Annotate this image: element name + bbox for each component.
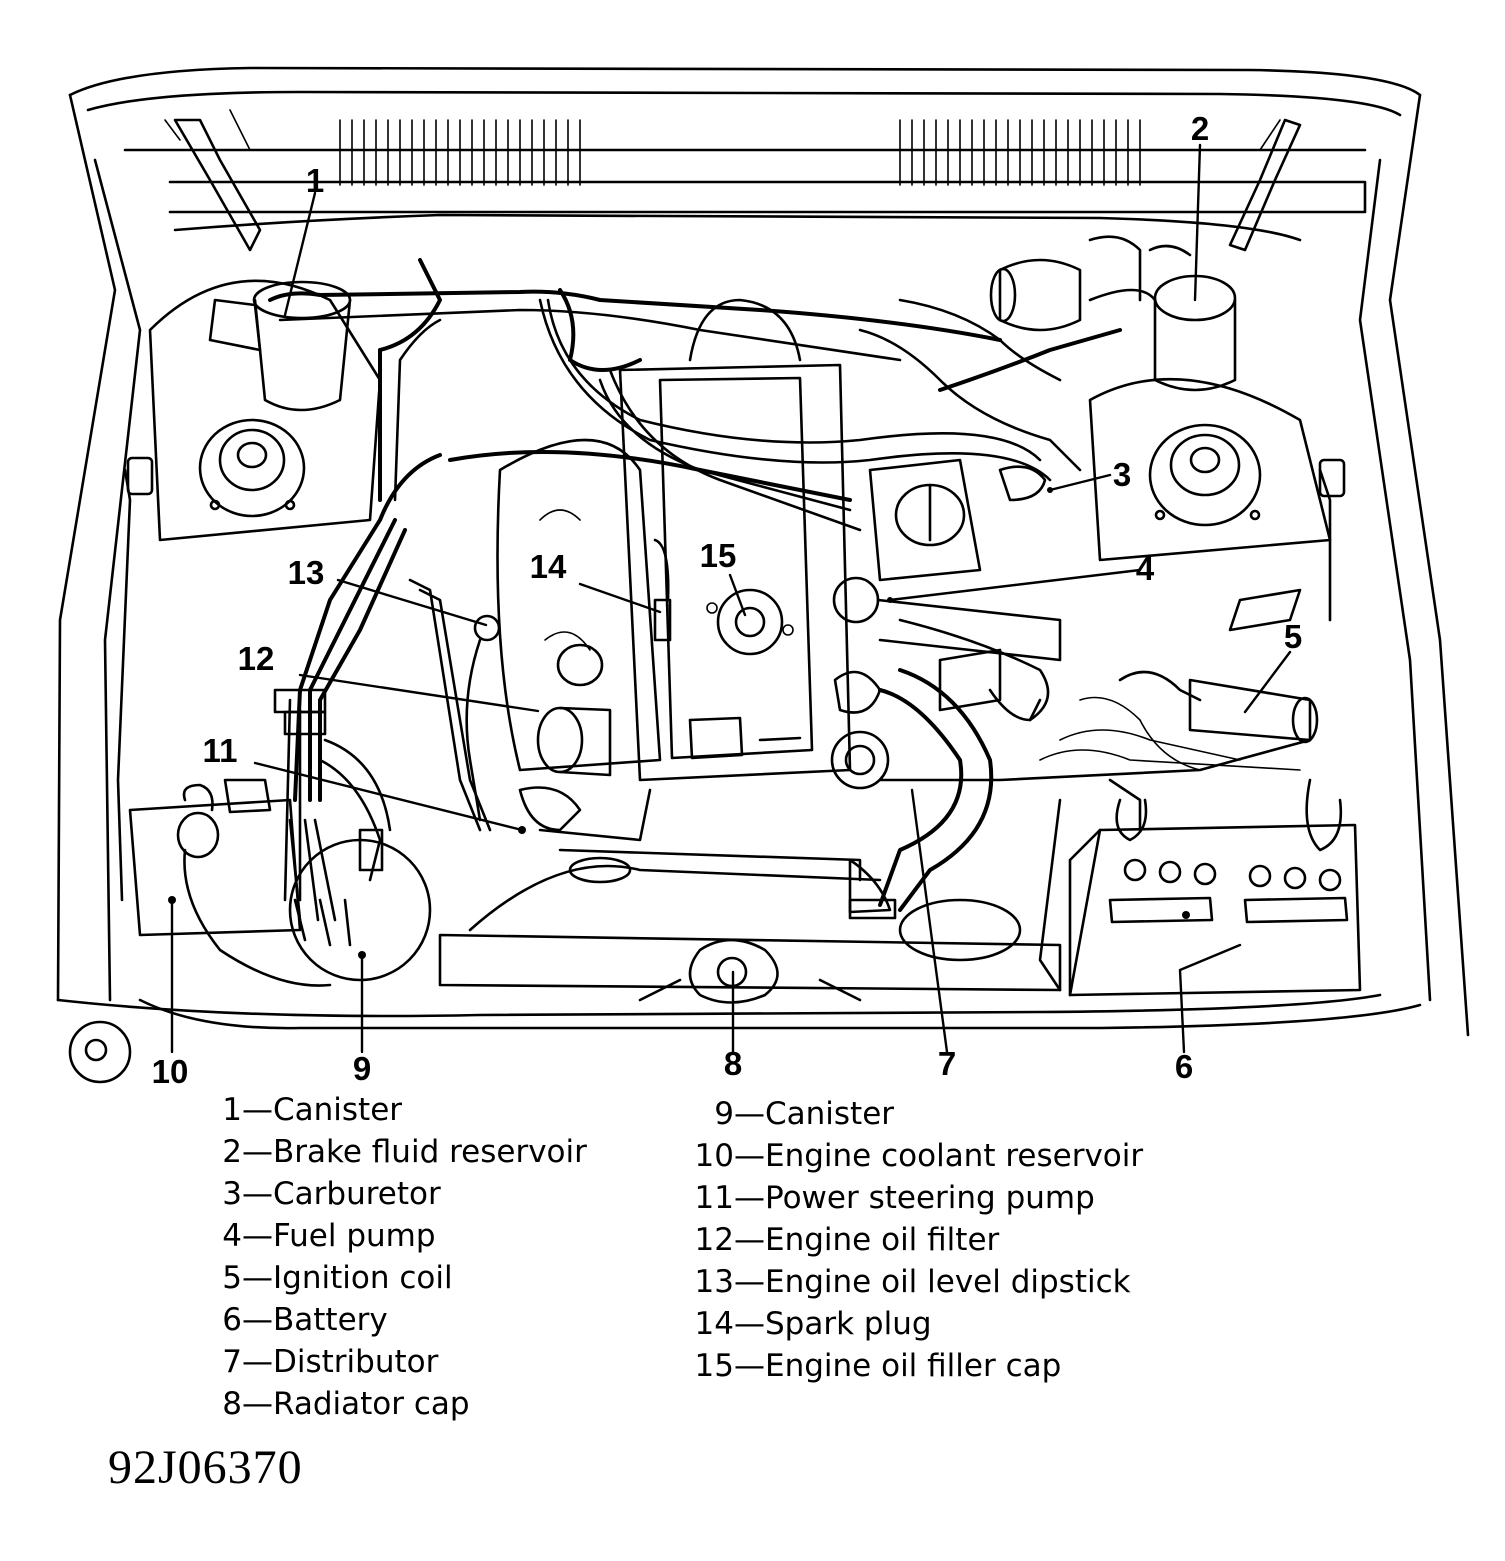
legend-label: Radiator cap [273, 1386, 470, 1422]
legend-item: 9—Canister [714, 1096, 895, 1132]
engine-bay-outline [56, 66, 1470, 1037]
legend-item: 15—Engine oil filler cap [694, 1348, 1062, 1384]
oil-filter [536, 706, 612, 777]
callout-7: 7 [938, 1045, 956, 1082]
legend-label: Battery [273, 1302, 388, 1338]
legend-item: 1—Canister [222, 1092, 403, 1128]
legend-item: 6—Battery [222, 1302, 388, 1338]
brake-fluid-reservoir [989, 235, 1237, 392]
legend-item: 13—Engine oil level dipstick [694, 1264, 1131, 1300]
right-strut-tower [1088, 377, 1332, 562]
legend-label: Power steering pump [765, 1180, 1095, 1216]
legend-item: 3—Carburetor [222, 1176, 441, 1212]
battery [1038, 778, 1362, 997]
legend-item: 2—Brake fluid reservoir [222, 1134, 587, 1170]
callout-10: 10 [152, 1053, 189, 1090]
legend-label: Ignition coil [273, 1260, 453, 1296]
legend-item: 11—Power steering pump [694, 1180, 1095, 1216]
legend-label: Fuel pump [273, 1218, 436, 1254]
callout-11: 11 [203, 732, 238, 769]
legend-item: 8—Radiator cap [222, 1386, 470, 1422]
legend-left-column: 1—Canister 2—Brake fluid reservoir 3—Car… [206, 1089, 587, 1425]
engine-coolant-reservoir [128, 778, 332, 987]
legend-right-column: 9—Canister 10—Engine coolant reservoir 1… [682, 1093, 1144, 1387]
figure-code: 92J06370 [108, 1441, 303, 1494]
legend-label: Canister [765, 1096, 895, 1132]
callout-leader-lines [168, 143, 1292, 1054]
distributor-and-hose [848, 668, 1022, 962]
callout-2: 2 [1191, 110, 1209, 147]
callout-5: 5 [1284, 618, 1302, 655]
callout-13: 13 [288, 554, 325, 591]
legend-label: Carburetor [273, 1176, 441, 1212]
legend-label: Brake fluid reservoir [273, 1134, 587, 1170]
legend-label: Engine oil filter [765, 1222, 1000, 1258]
legend-item: 14—Spark plug [694, 1306, 932, 1342]
callout-1: 1 [306, 162, 324, 199]
carburetor-assembly [830, 458, 1062, 790]
legend-label: Engine coolant reservoir [765, 1138, 1144, 1174]
callout-9: 9 [353, 1050, 371, 1087]
legend-item: 12—Engine oil filter [694, 1222, 1000, 1258]
legend-item: 5—Ignition coil [222, 1260, 453, 1296]
callout-12: 12 [238, 640, 275, 677]
legend-item: 4—Fuel pump [222, 1218, 436, 1254]
callout-3: 3 [1113, 456, 1131, 493]
ignition-coil-area [878, 588, 1319, 832]
radiator [438, 848, 1062, 1004]
callout-4: 4 [1136, 550, 1155, 587]
legend-label: Engine oil level dipstick [765, 1264, 1131, 1300]
callout-numbers: 1 2 3 4 5 6 7 8 9 10 11 12 13 14 15 [152, 110, 1303, 1090]
legend-label: Spark plug [765, 1306, 932, 1342]
legend-label: Canister [273, 1092, 403, 1128]
canister-lower [288, 828, 432, 982]
callout-14: 14 [530, 548, 567, 585]
legend-item: 10—Engine coolant reservoir [694, 1138, 1144, 1174]
legend-label: Engine oil filler cap [765, 1348, 1062, 1384]
callout-15: 15 [700, 537, 737, 574]
hoses-and-harness [116, 258, 1346, 922]
legend-label: Distributor [273, 1344, 439, 1380]
left-strut-tower [148, 279, 382, 542]
canister-upper [208, 280, 352, 412]
callout-8: 8 [724, 1045, 742, 1082]
callout-6: 6 [1175, 1048, 1193, 1085]
power-steering-pump [518, 786, 652, 842]
legend-item: 7—Distributor [222, 1344, 439, 1380]
orientation-badge-icon [68, 1020, 132, 1084]
